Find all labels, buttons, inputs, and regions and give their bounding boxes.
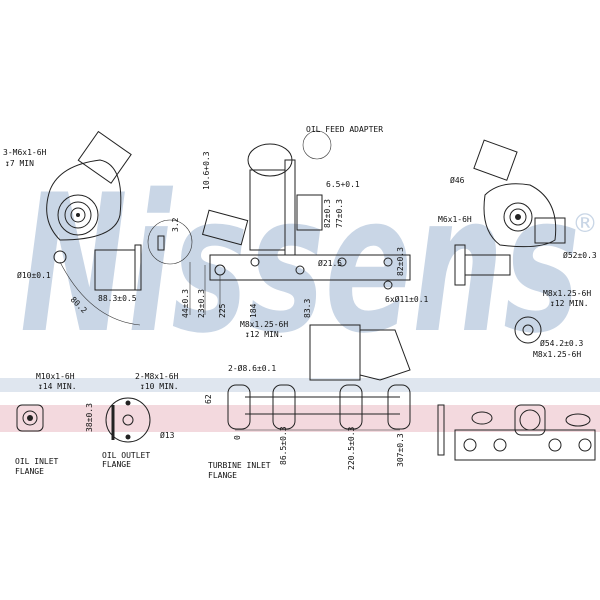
dimension-labels: 3-M6x1-6H ↧7 MIN Ø10±0.1 88.3±0.5 80.2 3… [3, 125, 597, 480]
dim-184: 184 [249, 303, 258, 318]
thread-m8-right: M8x1.25-6H [543, 289, 591, 298]
dia-13: Ø13 [160, 430, 175, 440]
pink-band [0, 405, 600, 432]
dim-82: 82±0.3 [323, 199, 332, 228]
turbo-front-view-right [454, 139, 566, 344]
depth-10: ↧10 MIN. [140, 382, 179, 391]
dia-52: Ø52±0.3 [563, 250, 597, 260]
thread-left: 3-M6x1-6H [3, 148, 47, 157]
depth-12-center: ↧12 MIN. [245, 330, 284, 339]
thread-2m8: 2-M8x1-6H [135, 372, 179, 381]
turbine-inlet-label-2: FLANGE [208, 471, 237, 480]
dim-10-6: 10.6+0.3 [202, 151, 211, 190]
thread-m8-bottom: M8x1.25-6H [533, 350, 581, 359]
turbine-inlet-label-1: TURBINE INLET [208, 461, 271, 470]
dim-62: 62 [204, 394, 213, 404]
registered-mark: ® [572, 209, 598, 239]
oil-outlet-label-1: OIL OUTLET [102, 451, 150, 460]
depth-12-right: ↧12 MIN. [550, 299, 589, 308]
holes-6x11: 6xØ11±0.1 [385, 294, 429, 304]
turbine-inlet-flange-drawing [227, 384, 411, 431]
depth-14: ↧14 MIN. [38, 382, 77, 391]
dim-225: 225 [218, 303, 227, 318]
oil-feed-adapter: OIL FEED ADAPTER [306, 125, 383, 134]
dia-46: Ø46 [450, 175, 465, 185]
dim-6-5: 6.5+0.1 [326, 180, 360, 189]
dim-23: 23±0.3 [197, 289, 206, 318]
pos-307: 307±0.3 [396, 433, 405, 467]
pos-0: 0 [233, 435, 242, 440]
dim-83-3: 83.3 [303, 299, 312, 318]
pos-220-5: 220.5±0.3 [347, 426, 356, 470]
oil-inlet-flange-drawing [16, 404, 44, 432]
dim-21-5: Ø21.5 [318, 258, 342, 268]
dia-10: Ø10±0.1 [17, 270, 51, 280]
dim-3-2: 3.2 [171, 217, 180, 232]
depth-left: ↧7 MIN [5, 159, 34, 168]
dim-77: 77±0.3 [335, 199, 344, 228]
gasket-kit-drawing [437, 404, 596, 461]
dim-82-3: 82±0.3 [396, 247, 405, 276]
thread-m10: M10x1-6H [36, 372, 75, 381]
oil-inlet-label-2: FLANGE [15, 467, 44, 476]
pos-86-5: 86.5±0.3 [279, 426, 288, 465]
dim-88: 88.3±0.5 [98, 294, 137, 303]
turbo-side-view-center [189, 130, 411, 381]
thread-m8-center: M8x1.25-6H [240, 320, 288, 329]
dim-38: 38±0.3 [85, 403, 94, 432]
holes-2x8-6: 2-Ø8.6±0.1 [228, 363, 276, 373]
dia-54-2: Ø54.2±0.3 [540, 338, 584, 348]
turbo-front-view-left [46, 130, 193, 326]
nissens-watermark: Nissens [20, 154, 580, 375]
thread-m6-right: M6x1-6H [438, 215, 472, 224]
blue-band [0, 378, 600, 392]
oil-outlet-label-2: FLANGE [102, 460, 131, 469]
oil-outlet-flange-drawing [105, 397, 151, 443]
dim-44: 44±0.3 [181, 289, 190, 318]
oil-inlet-label-1: OIL INLET [15, 457, 59, 466]
